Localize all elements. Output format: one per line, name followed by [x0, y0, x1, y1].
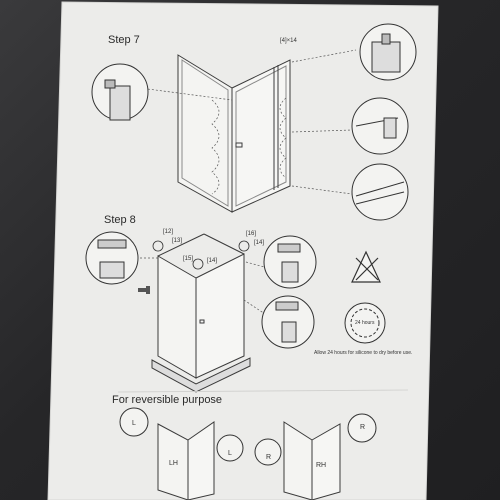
step8-callout-left: [85, 231, 139, 285]
clock-icon: [344, 302, 386, 344]
step8-enclosure: [151, 233, 251, 393]
right-bubble-label: R: [360, 424, 366, 431]
part-label-14-right: [14]: [254, 240, 265, 246]
reversible-left-enclosure: [157, 421, 215, 500]
reversible-bubbles: [119, 407, 377, 466]
step7-callout-bottom-right: [351, 163, 409, 221]
step7-leaders: [139, 49, 357, 195]
part-label-16: [16]: [246, 231, 257, 237]
step7-callout-left: [91, 63, 149, 121]
step7-callout-top-right: [359, 23, 417, 81]
separator: [117, 389, 409, 393]
step8-title: Step 8: [104, 214, 136, 226]
part-label-13: [13]: [172, 238, 183, 244]
right-part-label: R: [266, 454, 272, 461]
cure-time-label: 24 hours: [355, 320, 375, 326]
step7-title: Step 7: [108, 34, 140, 46]
silicone-gun-icon: [138, 286, 150, 294]
part-label-12: [12]: [163, 229, 174, 235]
step7-enclosure: [177, 54, 291, 213]
reversible-title: For reversible purpose: [112, 394, 223, 406]
part-label-14-left: [14]: [207, 258, 218, 264]
reversible-right-enclosure: [283, 421, 341, 500]
left-bubble-label: L: [132, 420, 136, 427]
left-part-label: L: [228, 450, 232, 457]
step8-part-markers: [152, 240, 250, 270]
right-enclosure-label: RH: [316, 462, 327, 469]
step8-callout-right-bottom: [261, 295, 315, 349]
step7-qty-label: [4]×14: [280, 38, 297, 44]
part-label-15: [15]: [183, 256, 194, 262]
no-water-warning-icon: [351, 250, 381, 283]
cure-note: Allow 24 hours for silicone to dry befor…: [314, 350, 413, 356]
step7-callout-mid-right: [351, 97, 409, 155]
step8-callout-right-top: [263, 235, 317, 289]
left-enclosure-label: LH: [169, 460, 178, 467]
